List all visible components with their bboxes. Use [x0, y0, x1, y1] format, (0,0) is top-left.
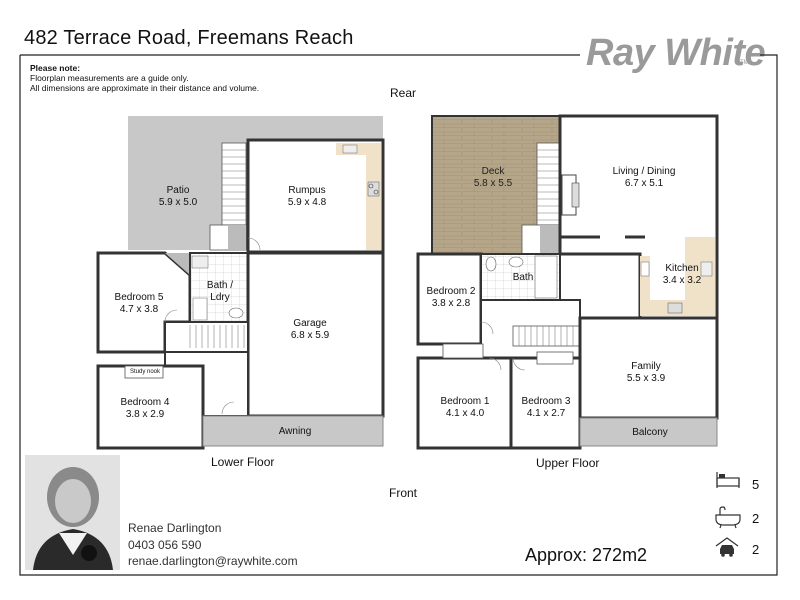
trademark: TM: [740, 60, 749, 66]
bath-icon: [715, 506, 741, 529]
agent-phone[interactable]: 0403 056 590: [128, 537, 202, 552]
bed-icon: [716, 472, 740, 488]
car-icon: [715, 537, 739, 557]
patio-stairs: [209, 142, 247, 251]
lower-floor: [96, 116, 385, 450]
family-room: [578, 316, 719, 420]
approx-area: Approx: 272m2: [525, 545, 648, 565]
deck-stairs: [521, 142, 561, 255]
awning-label: Awning: [278, 426, 312, 437]
garage-count: 2: [752, 542, 760, 557]
study-nook-label: Study nook: [129, 369, 161, 375]
bath-upper-label: Bath: [512, 272, 534, 283]
kitchen-bench: [640, 256, 650, 316]
address-title: 482 Terrace Road, Freemans Reach: [24, 27, 354, 49]
rear-label: Rear: [390, 86, 417, 100]
balcony-label: Balcony: [632, 427, 668, 438]
note-line-1: Floorplan measurements are a guide only.: [30, 73, 189, 83]
rumpus-bench: [366, 143, 381, 250]
bathroom-count: 2: [752, 511, 760, 526]
agent-photo: [25, 455, 120, 570]
bedroom-2: [416, 252, 483, 346]
agent-email[interactable]: renae.darlington@raywhite.com: [128, 554, 298, 568]
agent-info: Renae Darlington 0403 056 590 renae.darl…: [128, 520, 298, 570]
disclaimer-note: Please note: Floorplan measurements are …: [30, 63, 259, 93]
bedroom-count: 5: [752, 477, 760, 492]
upper-floor: [416, 114, 719, 450]
rumpus-room: [246, 138, 385, 254]
lower-floor-label: Lower Floor: [211, 455, 275, 469]
ray-white-logo: Ray White: [586, 32, 766, 74]
patio-area: [128, 116, 383, 250]
note-heading: Please note:: [30, 63, 81, 73]
front-label: Front: [389, 486, 418, 500]
bath-ldry-label: Bath /Ldry: [206, 280, 234, 303]
balcony: [579, 417, 718, 447]
awning: [202, 415, 384, 447]
upper-floor-label: Upper Floor: [536, 456, 600, 470]
note-line-2: All dimensions are approximate in their …: [30, 83, 260, 93]
agent-name: Renae Darlington: [128, 521, 222, 535]
